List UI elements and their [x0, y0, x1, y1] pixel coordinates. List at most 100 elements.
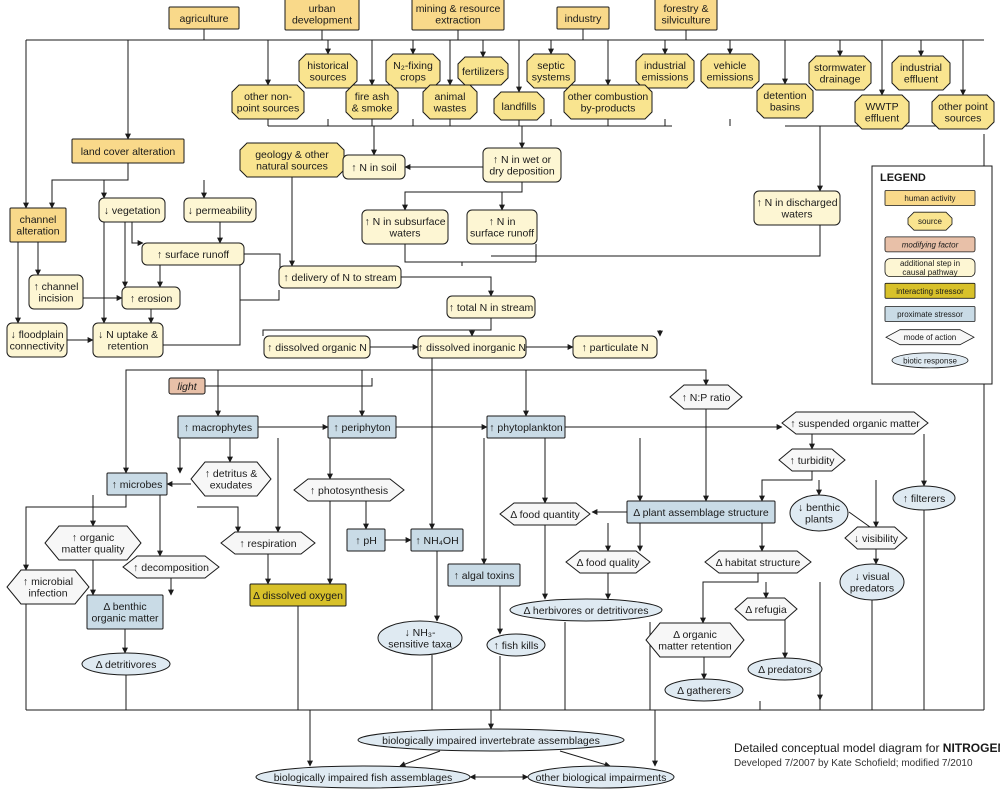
node-industry-shape — [556, 6, 610, 30]
node-dissolvedoxy: Δ dissolved oxygen — [249, 583, 347, 607]
legend-label-interacting: interacting stressor — [896, 287, 964, 296]
node-habitat-label: Δ habitat structure — [716, 557, 801, 569]
legend-label-human: human activity — [904, 194, 955, 203]
legend-swatch-modifying — [884, 236, 976, 253]
caption-stressor: NITROGEN — [943, 741, 1000, 755]
edge-plant-vis-line — [848, 511, 871, 528]
node-npratio-label: ↑ N:P ratio — [682, 392, 731, 404]
node-otherpoint-label: other point — [938, 101, 988, 113]
node-historical-label: sources — [310, 72, 347, 84]
node-animalwastes-label: wastes — [433, 103, 467, 115]
node-wwtp-label: WWTP — [865, 101, 898, 113]
node-don-label: ↑ dissolved organic N — [267, 342, 367, 354]
node-nh4oh-shape — [410, 528, 464, 552]
node-light-shape — [168, 377, 206, 395]
node-landfills: landfills — [493, 91, 545, 121]
node-nuptake-label: retention — [108, 341, 149, 353]
node-nwetdry-label: ↑ N in wet or — [493, 154, 552, 166]
node-macrophytes-label: ↑ macrophytes — [184, 422, 252, 434]
node-delivery-label: ↑ delivery of N to stream — [283, 272, 396, 284]
node-particulate-shape — [572, 335, 658, 359]
node-invertebrate: biologically impaired invertebrate assem… — [357, 728, 625, 752]
legend-swatch-biotic — [891, 352, 969, 369]
node-fireash-shape — [345, 84, 399, 120]
node-din: ↑ dissolved inorganic N — [417, 335, 527, 359]
edge-veg-runoff — [131, 222, 144, 246]
caption-title: Detailed conceptual model diagram for NI… — [734, 741, 1000, 755]
node-particulate: ↑ particulate N — [572, 335, 658, 359]
node-predators-label: Δ predators — [758, 664, 812, 676]
node-herbivores-shape — [509, 598, 663, 622]
edge-runoff-nuptake — [163, 265, 241, 346]
node-respiration-label: ↑ respiration — [239, 538, 296, 550]
node-visibility: ↓ visibility — [844, 526, 908, 550]
node-fertilizers: fertilizers — [457, 56, 509, 86]
caption-credit: Developed 7/2007 by Kate Schofield; modi… — [734, 758, 973, 769]
node-foodquality: Δ food quality — [565, 550, 651, 574]
node-benthicorg-label: organic matter — [91, 613, 159, 625]
node-suspended-label: ↑ suspended organic matter — [790, 418, 920, 430]
node-vegetation-label: ↓ vegetation — [104, 205, 161, 217]
node-nuptake-shape — [92, 322, 164, 358]
node-nuptake-label: ↓ N uptake & — [98, 329, 158, 341]
edge-discharge-total — [491, 225, 821, 257]
node-respiration-shape — [220, 531, 316, 555]
legend-swatch-source — [907, 211, 953, 231]
node-mining-shape — [411, 0, 505, 31]
node-nh3-shape — [377, 620, 463, 656]
node-visualpred-label: ↓ visual — [854, 571, 889, 583]
node-forestry-shape — [654, 0, 718, 31]
node-herbivores: Δ herbivores or detritivores — [509, 598, 663, 622]
node-forestry-label: forestry & — [664, 3, 709, 15]
node-benthicorg-label: Δ benthic — [103, 601, 146, 613]
node-forestry: forestry &silviculture — [654, 0, 718, 31]
edge-runoff-delivery — [244, 253, 285, 280]
node-herbivores-label: Δ herbivores or detritivores — [524, 605, 649, 617]
node-detritivores-label: Δ detritivores — [96, 659, 157, 671]
node-photosynthesis: ↑ photosynthesis — [293, 478, 405, 502]
edge-din-npratio — [432, 369, 709, 386]
node-phytoplankton: ↑ phytoplankton — [486, 415, 566, 439]
node-orgretention-label: matter retention — [658, 641, 732, 653]
node-decomposition-shape — [122, 555, 220, 579]
node-surfacerunoff-label: ↑ surface runoff — [157, 249, 229, 261]
node-foodquantity-label: Δ food quantity — [510, 509, 580, 521]
node-geology-label: geology & other — [255, 149, 329, 161]
node-stormwater-label: drainage — [820, 74, 861, 86]
node-indemissions-label: emissions — [642, 72, 689, 84]
node-detritivores: Δ detritivores — [81, 652, 171, 676]
node-otherbio: other biological impairments — [527, 765, 675, 789]
node-foodquality-shape — [565, 550, 651, 574]
node-nh3-label: ↓ NH₃- — [404, 627, 436, 639]
node-filterers-shape — [892, 485, 956, 511]
node-microbes-shape — [106, 472, 168, 496]
node-indeffluent-shape — [891, 55, 951, 91]
edge-total-split — [262, 318, 492, 336]
node-nh4oh: ↑ NH₄OH — [410, 528, 464, 552]
node-geology-label: natural sources — [256, 161, 328, 173]
diagram-edges — [15, 29, 985, 780]
node-animalwastes-shape — [422, 84, 478, 120]
node-stormwater-shape — [808, 55, 872, 91]
node-floodplain-label: ↓ floodplain — [10, 329, 63, 341]
node-surfacerunoff-shape — [141, 242, 245, 266]
node-urban-label: development — [292, 15, 352, 27]
node-nsoil-label: ↑ N in soil — [351, 162, 397, 174]
node-mining-label: mining & resource — [416, 3, 501, 15]
node-landcover: land cover alteration — [71, 138, 185, 164]
node-benthicplants-label: ↓ benthic — [798, 502, 840, 514]
legend-label-source: source — [918, 217, 943, 226]
edge-microbes-bus — [23, 495, 127, 571]
node-foodquantity: Δ food quantity — [499, 502, 591, 526]
